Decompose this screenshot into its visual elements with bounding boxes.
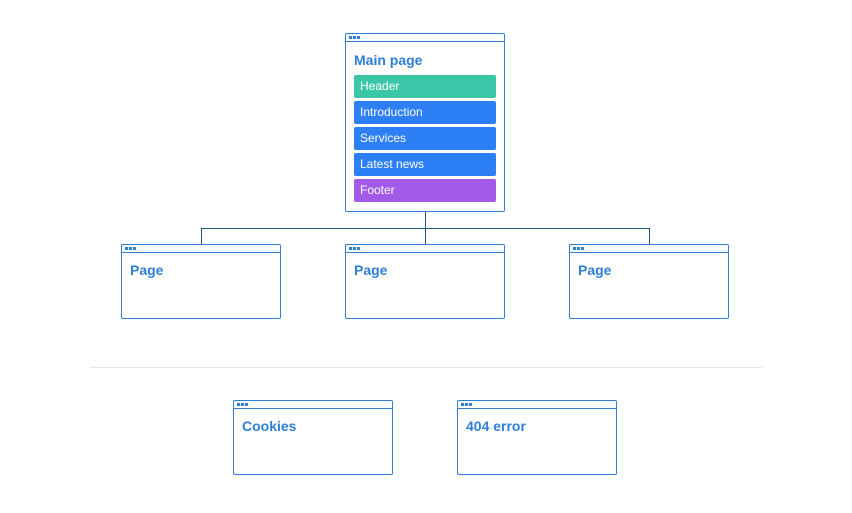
window-title-bar [346, 245, 504, 253]
window-dots-icon [125, 247, 136, 250]
window-title-bar [458, 401, 616, 409]
window-dots-icon [349, 247, 360, 250]
error-page-title: 404 error [466, 418, 526, 434]
main-page-window: Main page Header Introduction Services L… [345, 33, 505, 212]
window-dots-icon [461, 403, 472, 406]
child-page-window-1: Page [121, 244, 281, 319]
section-divider [90, 367, 762, 368]
child-page-window-3: Page [569, 244, 729, 319]
window-title-bar [122, 245, 280, 253]
cookies-page-title: Cookies [242, 418, 297, 434]
error-page-window: 404 error [457, 400, 617, 475]
main-page-title: Main page [354, 52, 423, 68]
window-title-bar [234, 401, 392, 409]
section-footer: Footer [354, 179, 496, 202]
window-dots-icon [573, 247, 584, 250]
section-introduction: Introduction [354, 101, 496, 124]
child-page-window-2: Page [345, 244, 505, 319]
connector-horizontal [201, 228, 650, 229]
cookies-page-window: Cookies [233, 400, 393, 475]
connector-left-drop [201, 228, 202, 244]
window-title-bar [346, 34, 504, 42]
connector-right-drop [649, 228, 650, 244]
window-title-bar [570, 245, 728, 253]
section-header: Header [354, 75, 496, 98]
section-latest-news: Latest news [354, 153, 496, 176]
window-dots-icon [349, 36, 360, 39]
child-page-title: Page [578, 262, 612, 278]
window-dots-icon [237, 403, 248, 406]
section-services: Services [354, 127, 496, 150]
child-page-title: Page [354, 262, 388, 278]
child-page-title: Page [130, 262, 164, 278]
